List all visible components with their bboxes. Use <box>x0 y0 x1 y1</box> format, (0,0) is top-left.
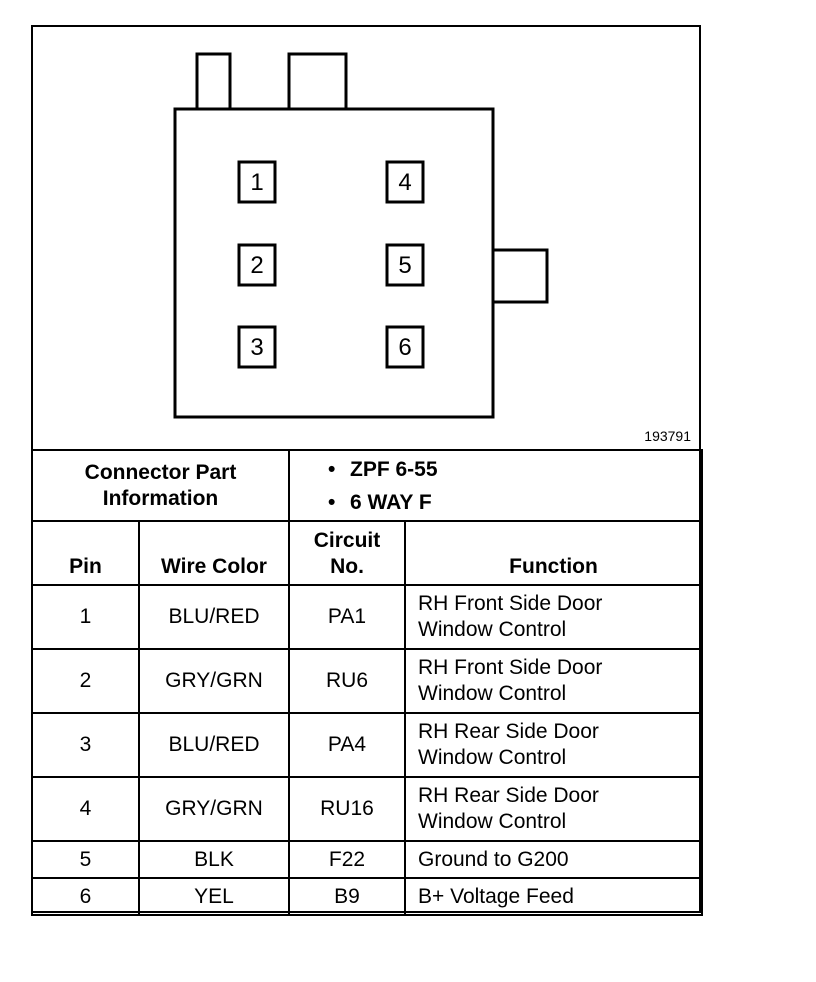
connector-table: Connector Part Information • ZPF 6-55 • 6 … <box>31 449 703 916</box>
figure-number: 193791 <box>644 428 691 444</box>
table-row: 2 GRY/GRN RU6 RH Front Side Door Window … <box>31 648 703 714</box>
connector-tab-right <box>287 52 348 112</box>
connector-tab-left <box>195 52 232 112</box>
pin-label-4: 4 <box>398 169 411 196</box>
header-circuit-line1: Circuit <box>313 529 381 552</box>
part-info-item: • ZPF 6-55 <box>328 453 701 486</box>
pin-cell: 2 <box>31 648 140 714</box>
wire-color-cell: BLU/RED <box>138 584 290 650</box>
part-info-values: • ZPF 6-55 • 6 WAY F <box>288 449 703 522</box>
part-info-row: Connector Part Information • ZPF 6-55 • 6 … <box>31 449 703 522</box>
function-cell: RH Rear Side Door Window Control <box>404 712 703 778</box>
pin-cavity-3 <box>237 325 277 369</box>
pin-cell: 4 <box>31 776 140 842</box>
connector-face-svg: 1 2 3 4 5 6 <box>173 52 549 419</box>
function-line2: Window Control <box>418 618 567 641</box>
function-line1: RH Front Side Door <box>418 656 603 679</box>
header-circuit: Circuit No. <box>288 520 406 586</box>
header-pin: Pin <box>31 520 140 586</box>
wire-color-cell: GRY/GRN <box>138 776 290 842</box>
pin-label-2: 2 <box>250 252 263 279</box>
table-row: 6 YEL B9 B+ Voltage Feed <box>31 877 703 916</box>
table-row: 5 BLK F22 Ground to G200 <box>31 840 703 879</box>
connector-diagram-frame: 1 2 3 4 5 6 193791 Connector Part Inform… <box>31 25 703 916</box>
function-cell: B+ Voltage Feed <box>404 877 703 916</box>
circuit-cell: F22 <box>288 840 406 879</box>
pin-cell: 6 <box>31 877 140 916</box>
header-wire-color: Wire Color <box>138 520 290 586</box>
circuit-cell: RU16 <box>288 776 406 842</box>
function-cell: RH Rear Side Door Window Control <box>404 776 703 842</box>
table-row: 4 GRY/GRN RU16 RH Rear Side Door Window … <box>31 776 703 842</box>
function-line2: Window Control <box>418 682 567 705</box>
pin-label-6: 6 <box>398 334 411 361</box>
circuit-cell: PA4 <box>288 712 406 778</box>
pin-label-3: 3 <box>250 334 263 361</box>
part-info-item: • 6 WAY F <box>328 486 701 519</box>
function-cell: RH Front Side Door Window Control <box>404 648 703 714</box>
pin-cavity-5 <box>385 243 425 287</box>
connector-body <box>173 107 495 419</box>
part-info-label-line2: Information <box>102 486 219 510</box>
header-function: Function <box>404 520 703 586</box>
function-cell: Ground to G200 <box>404 840 703 879</box>
function-line1: RH Front Side Door <box>418 592 603 615</box>
pin-cell: 3 <box>31 712 140 778</box>
pin-cavity-6 <box>385 325 425 369</box>
pin-cavity-4 <box>385 160 425 204</box>
function-line2: Window Control <box>418 810 567 833</box>
circuit-cell: B9 <box>288 877 406 916</box>
connector-type: 6 WAY F <box>350 490 432 514</box>
pin-cell: 1 <box>31 584 140 650</box>
pin-label-1: 1 <box>250 169 263 196</box>
pin-cell: 5 <box>31 840 140 879</box>
bullet: • <box>328 490 336 514</box>
connector-drawing: 1 2 3 4 5 6 193791 <box>33 27 699 451</box>
pin-cavity-2 <box>237 243 277 287</box>
table-row: 3 BLU/RED PA4 RH Rear Side Door Window C… <box>31 712 703 778</box>
circuit-cell: PA1 <box>288 584 406 650</box>
table-row: 1 BLU/RED PA1 RH Front Side Door Window … <box>31 584 703 650</box>
wire-color-cell: YEL <box>138 877 290 916</box>
part-number: ZPF 6-55 <box>350 457 438 481</box>
part-info-label-line1: Connector Part <box>84 460 237 484</box>
function-cell: RH Front Side Door Window Control <box>404 584 703 650</box>
function-line2: Window Control <box>418 746 567 769</box>
pin-cavity-1 <box>237 160 277 204</box>
wire-color-cell: BLU/RED <box>138 712 290 778</box>
header-circuit-line2: No. <box>330 555 364 578</box>
part-info-label: Connector Part Information <box>31 449 290 522</box>
circuit-cell: RU6 <box>288 648 406 714</box>
function-line1: RH Rear Side Door <box>418 784 599 807</box>
pin-label-5: 5 <box>398 252 411 279</box>
function-line1: RH Rear Side Door <box>418 720 599 743</box>
connector-tab-side <box>490 248 549 304</box>
bullet: • <box>328 457 336 481</box>
wire-color-cell: BLK <box>138 840 290 879</box>
wire-color-cell: GRY/GRN <box>138 648 290 714</box>
header-row: Pin Wire Color Circuit No. Function <box>31 520 703 586</box>
